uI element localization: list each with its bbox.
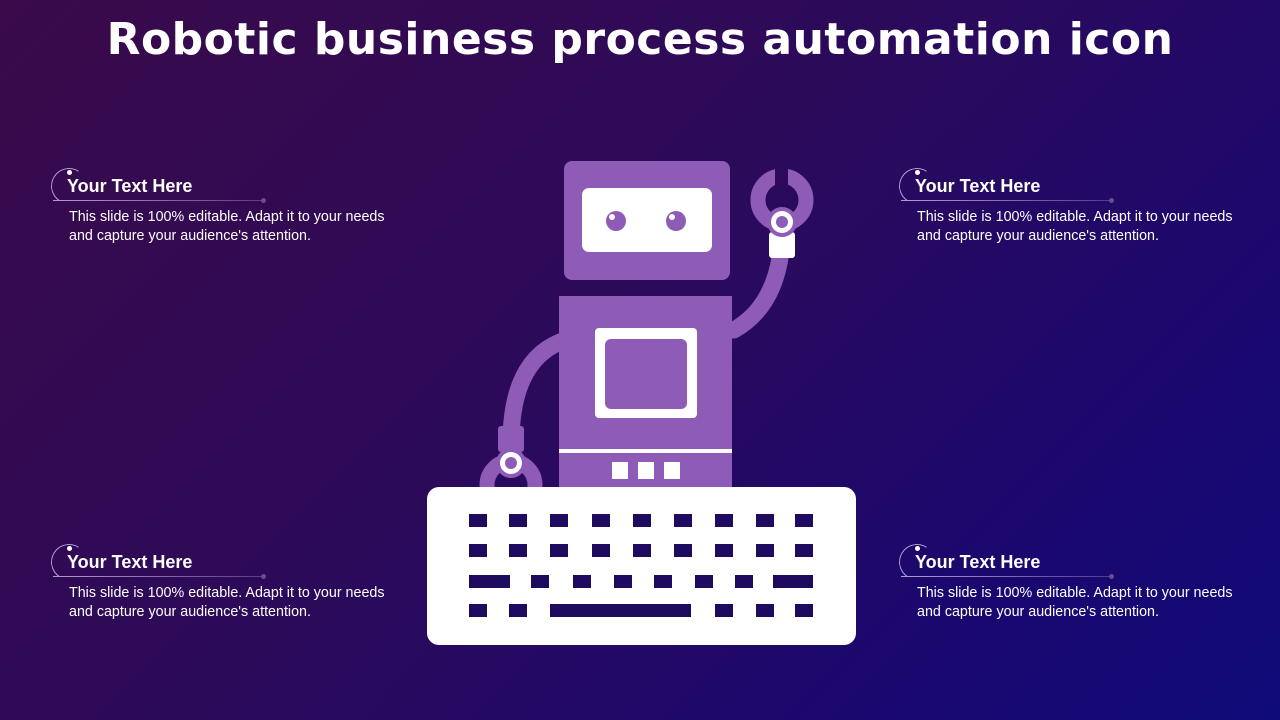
callout-underline xyxy=(901,576,1111,577)
callout-heading: Your Text Here xyxy=(67,176,193,196)
callout-underline xyxy=(53,200,263,201)
robot-indicator-1 xyxy=(612,462,628,479)
callout-body: This slide is 100% editable. Adapt it to… xyxy=(917,585,1233,620)
callout-heading: Your Text Here xyxy=(67,552,193,572)
robot-right-claw-gap xyxy=(775,168,788,186)
callout-body: This slide is 100% editable. Adapt it to… xyxy=(69,585,385,620)
keyboard xyxy=(427,487,856,645)
robot-chest-panel xyxy=(605,339,687,409)
callout-underline xyxy=(901,200,1111,201)
callout-underline-end xyxy=(261,573,266,579)
callout-underline-end xyxy=(1109,573,1114,579)
callout-body: This slide is 100% editable. Adapt it to… xyxy=(917,209,1233,244)
robot-left-wrist xyxy=(498,426,524,452)
robot-left-arm xyxy=(502,333,569,449)
robot-indicator-3 xyxy=(664,462,680,479)
robot-right-wrist xyxy=(769,232,795,258)
robot-left-joint-center xyxy=(505,457,517,469)
callout-dot-decoration xyxy=(67,170,72,175)
robot-waist-line xyxy=(559,449,732,453)
slide-title: Robotic business process automation icon xyxy=(106,14,1174,65)
callout-dot-decoration xyxy=(915,546,920,551)
callout-heading: Your Text Here xyxy=(915,552,1041,572)
keyboard-keys xyxy=(469,514,813,617)
callout-dot-decoration xyxy=(67,546,72,551)
callout-heading: Your Text Here xyxy=(915,176,1041,196)
robot-right-joint-center xyxy=(776,216,788,228)
callout-underline-end xyxy=(261,197,266,203)
robot-right-eye xyxy=(666,211,686,231)
callout-dot-decoration xyxy=(915,170,920,175)
callout-body: This slide is 100% editable. Adapt it to… xyxy=(69,209,385,244)
callout-underline xyxy=(53,576,263,577)
robot-face-screen xyxy=(582,188,712,252)
robot-left-eye xyxy=(606,211,626,231)
callout-underline-end xyxy=(1109,197,1114,203)
robot-indicator-2 xyxy=(638,462,654,479)
